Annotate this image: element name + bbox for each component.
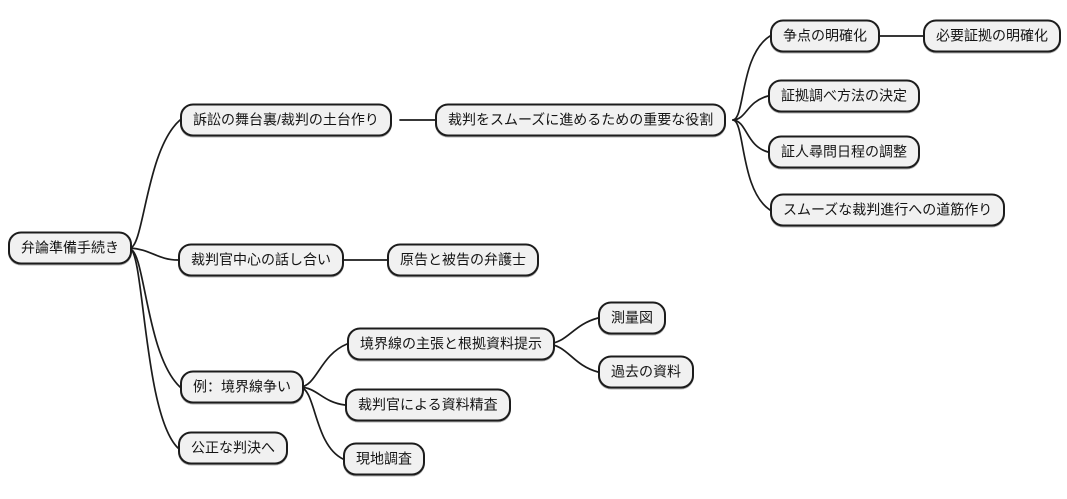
node-boundary-claim: 境界線の主張と根拠資料提示	[347, 327, 555, 361]
node-site-investigation: 現地調査	[343, 442, 425, 476]
edge-example-boundary-site-investigation	[299, 386, 344, 460]
node-important-role: 裁判をスムーズに進めるための重要な役割	[435, 103, 727, 137]
node-evidence-method: 証拠調べ方法の決定	[768, 79, 920, 113]
edge-important-role-witness-schedule	[732, 119, 769, 153]
node-survey-map: 測量図	[598, 301, 666, 335]
node-root: 弁論準備手続き	[8, 231, 132, 265]
edge-example-boundary-boundary-claim	[299, 343, 348, 388]
node-fair-judgment: 公正な判決へ	[178, 431, 288, 465]
node-stage-behind: 訴訟の舞台裏/裁判の土台作り	[180, 103, 392, 137]
node-past-documents: 過去の資料	[598, 355, 694, 389]
edge-root-example-boundary	[129, 248, 181, 388]
edge-example-boundary-judge-review	[299, 386, 346, 406]
edge-important-role-evidence-method	[732, 95, 769, 121]
edge-root-stage-behind	[129, 119, 181, 249]
node-witness-schedule: 証人尋問日程の調整	[768, 135, 920, 169]
node-smooth-path: スムーズな裁判進行への道筋作り	[770, 193, 1006, 227]
node-example-boundary: 例：境界線争い	[180, 370, 304, 404]
node-issue-clarification: 争点の明確化	[770, 19, 880, 53]
edge-important-role-smooth-path	[732, 119, 771, 211]
edge-root-judge-discussion	[129, 247, 179, 261]
node-lawyers: 原告と被告の弁護士	[387, 243, 539, 277]
edge-important-role-issue-clarification	[732, 35, 771, 121]
node-evidence-clarification: 必要証拠の明確化	[923, 19, 1061, 53]
node-judge-discussion: 裁判官中心の話し合い	[178, 243, 344, 277]
edge-root-fair-judgment	[129, 248, 179, 449]
node-judge-review: 裁判官による資料精査	[345, 388, 511, 422]
